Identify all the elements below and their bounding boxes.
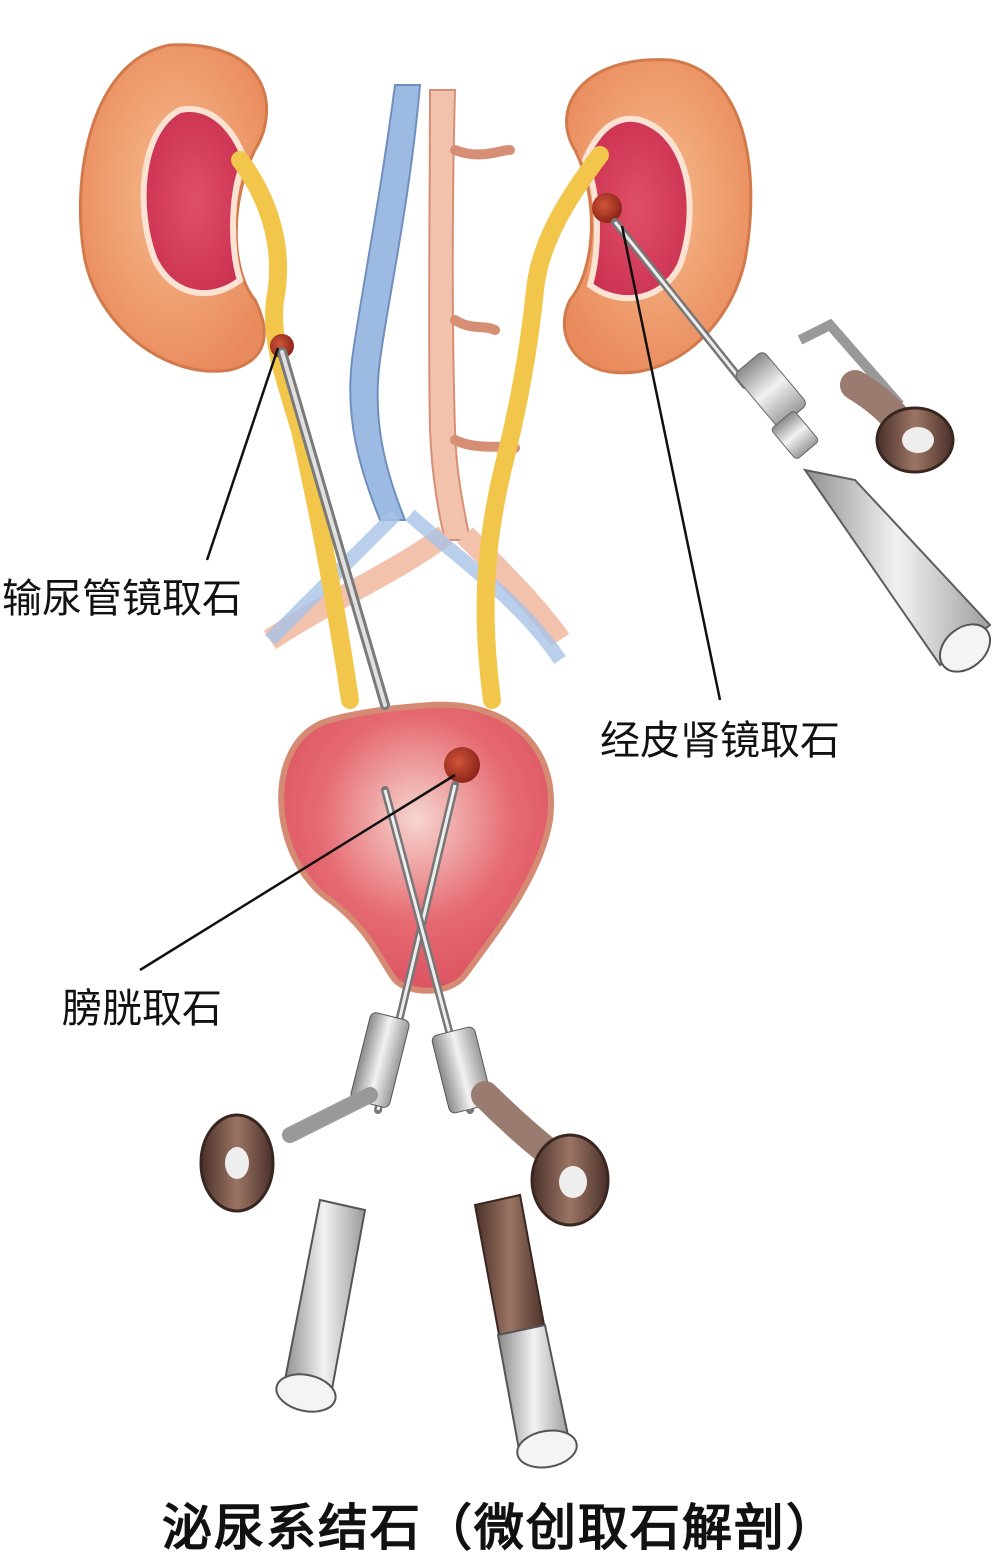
leader-line-pcnl [620, 225, 722, 701]
label-bladder-stone-removal: 膀胱取石 [62, 986, 222, 1032]
right-kidney [562, 58, 753, 375]
leader-line-ureteroscopy [205, 347, 280, 561]
nephroscope [611, 218, 992, 673]
label-pcnl: 经皮肾镜取石 [600, 718, 840, 764]
bladder [278, 701, 555, 994]
ureters [231, 146, 609, 709]
page-title: 泌尿系结石（微创取石解剖） [162, 1499, 838, 1557]
leader-line-bladder [139, 773, 456, 972]
bladder-stone [444, 747, 480, 783]
label-ureteroscopy: 输尿管镜取石 [2, 576, 242, 622]
left-kidney [78, 43, 268, 373]
cystoscope-right [381, 786, 610, 1469]
great-vessels [263, 84, 570, 664]
ureteroscope [277, 347, 390, 710]
kidney-stone [592, 193, 622, 223]
cystoscope-left [199, 781, 459, 1413]
